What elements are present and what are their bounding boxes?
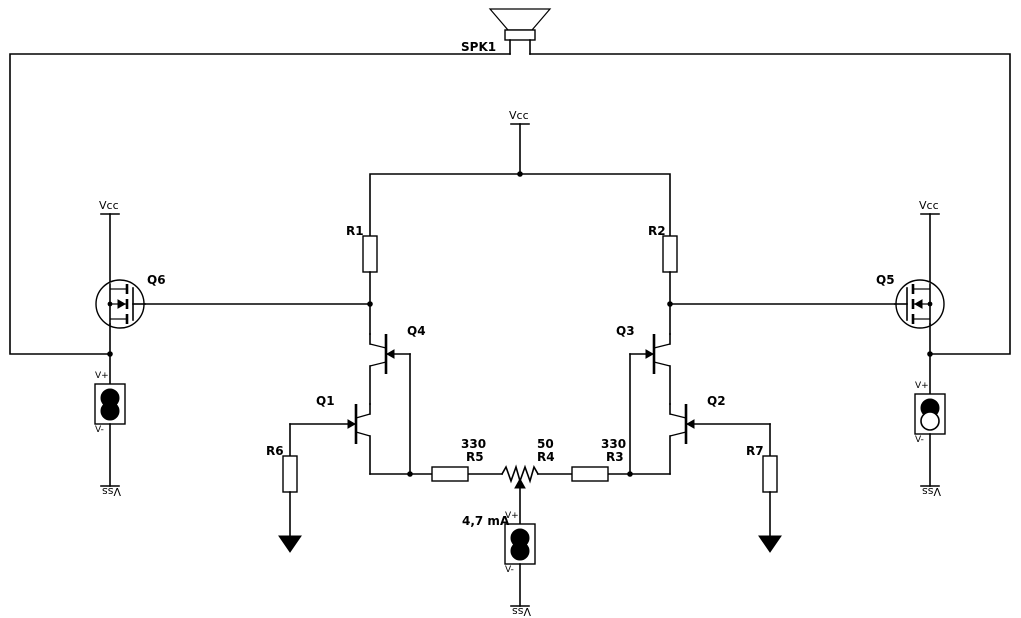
r3-label: R3 [606, 450, 624, 464]
junction-dot [407, 471, 413, 477]
transistor-q2 [669, 403, 771, 475]
r1-label: R1 [346, 224, 364, 238]
resistor-r2 [662, 235, 678, 273]
top-rail-wire [369, 173, 671, 237]
r4-value: 50 [537, 437, 554, 451]
ground-left [278, 535, 302, 553]
right-vss-label: Vss [922, 485, 941, 498]
r5-label: R5 [466, 450, 484, 464]
junction-dot [517, 171, 523, 177]
left-vminus-label: V- [95, 425, 104, 435]
speaker-spk1 [488, 8, 552, 55]
transistor-q3 [629, 333, 671, 405]
resistor-r7 [762, 423, 778, 537]
ground-right [758, 535, 782, 553]
speaker-loop-wires [9, 53, 1011, 355]
r2-label: R2 [648, 224, 666, 238]
junction-dot [927, 301, 933, 307]
resistor-r3 [571, 466, 609, 482]
transistor-q1 [289, 403, 371, 475]
q6-label: Q6 [147, 273, 166, 287]
current-source-center [504, 523, 536, 607]
current-source-right [914, 393, 946, 487]
left-vss-label: Vss [102, 485, 121, 498]
r4-label: R4 [537, 450, 555, 464]
q1-label: Q1 [316, 394, 335, 408]
center-vcc-label: Vcc [509, 109, 529, 122]
center-vss-label: Vss [512, 605, 531, 618]
mosfet-q6 [95, 213, 146, 385]
r6-label: R6 [266, 444, 284, 458]
left-vplus-label: V+ [95, 371, 109, 381]
potentiometer-r4 [500, 464, 540, 525]
center-vminus-label: V- [505, 565, 514, 575]
center-vcc-power [510, 123, 530, 175]
mosfet-q5 [894, 213, 945, 395]
q6-vcc-label: Vcc [99, 199, 119, 212]
current-source-label: 4,7 mA [462, 514, 510, 528]
r7-label: R7 [746, 444, 764, 458]
junction-dot [107, 301, 113, 307]
q2-label: Q2 [707, 394, 726, 408]
q3-label: Q3 [616, 324, 635, 338]
resistor-r5 [431, 466, 469, 482]
center-vplus-label: V+ [505, 511, 519, 521]
transistor-q4 [369, 333, 411, 405]
right-vplus-label: V+ [915, 381, 929, 391]
junction-dot [927, 351, 933, 357]
q5-label: Q5 [876, 273, 895, 287]
current-source-left [94, 383, 126, 487]
q5-vcc-label: Vcc [919, 199, 939, 212]
r5-value: 330 [461, 437, 486, 451]
right-vminus-label: V- [915, 435, 924, 445]
speaker-label: SPK1 [461, 40, 496, 54]
junction-dot [627, 471, 633, 477]
r3-value: 330 [601, 437, 626, 451]
resistor-r1 [362, 235, 378, 273]
q4-label: Q4 [407, 324, 426, 338]
resistor-r6 [282, 423, 298, 537]
junction-dot [107, 351, 113, 357]
